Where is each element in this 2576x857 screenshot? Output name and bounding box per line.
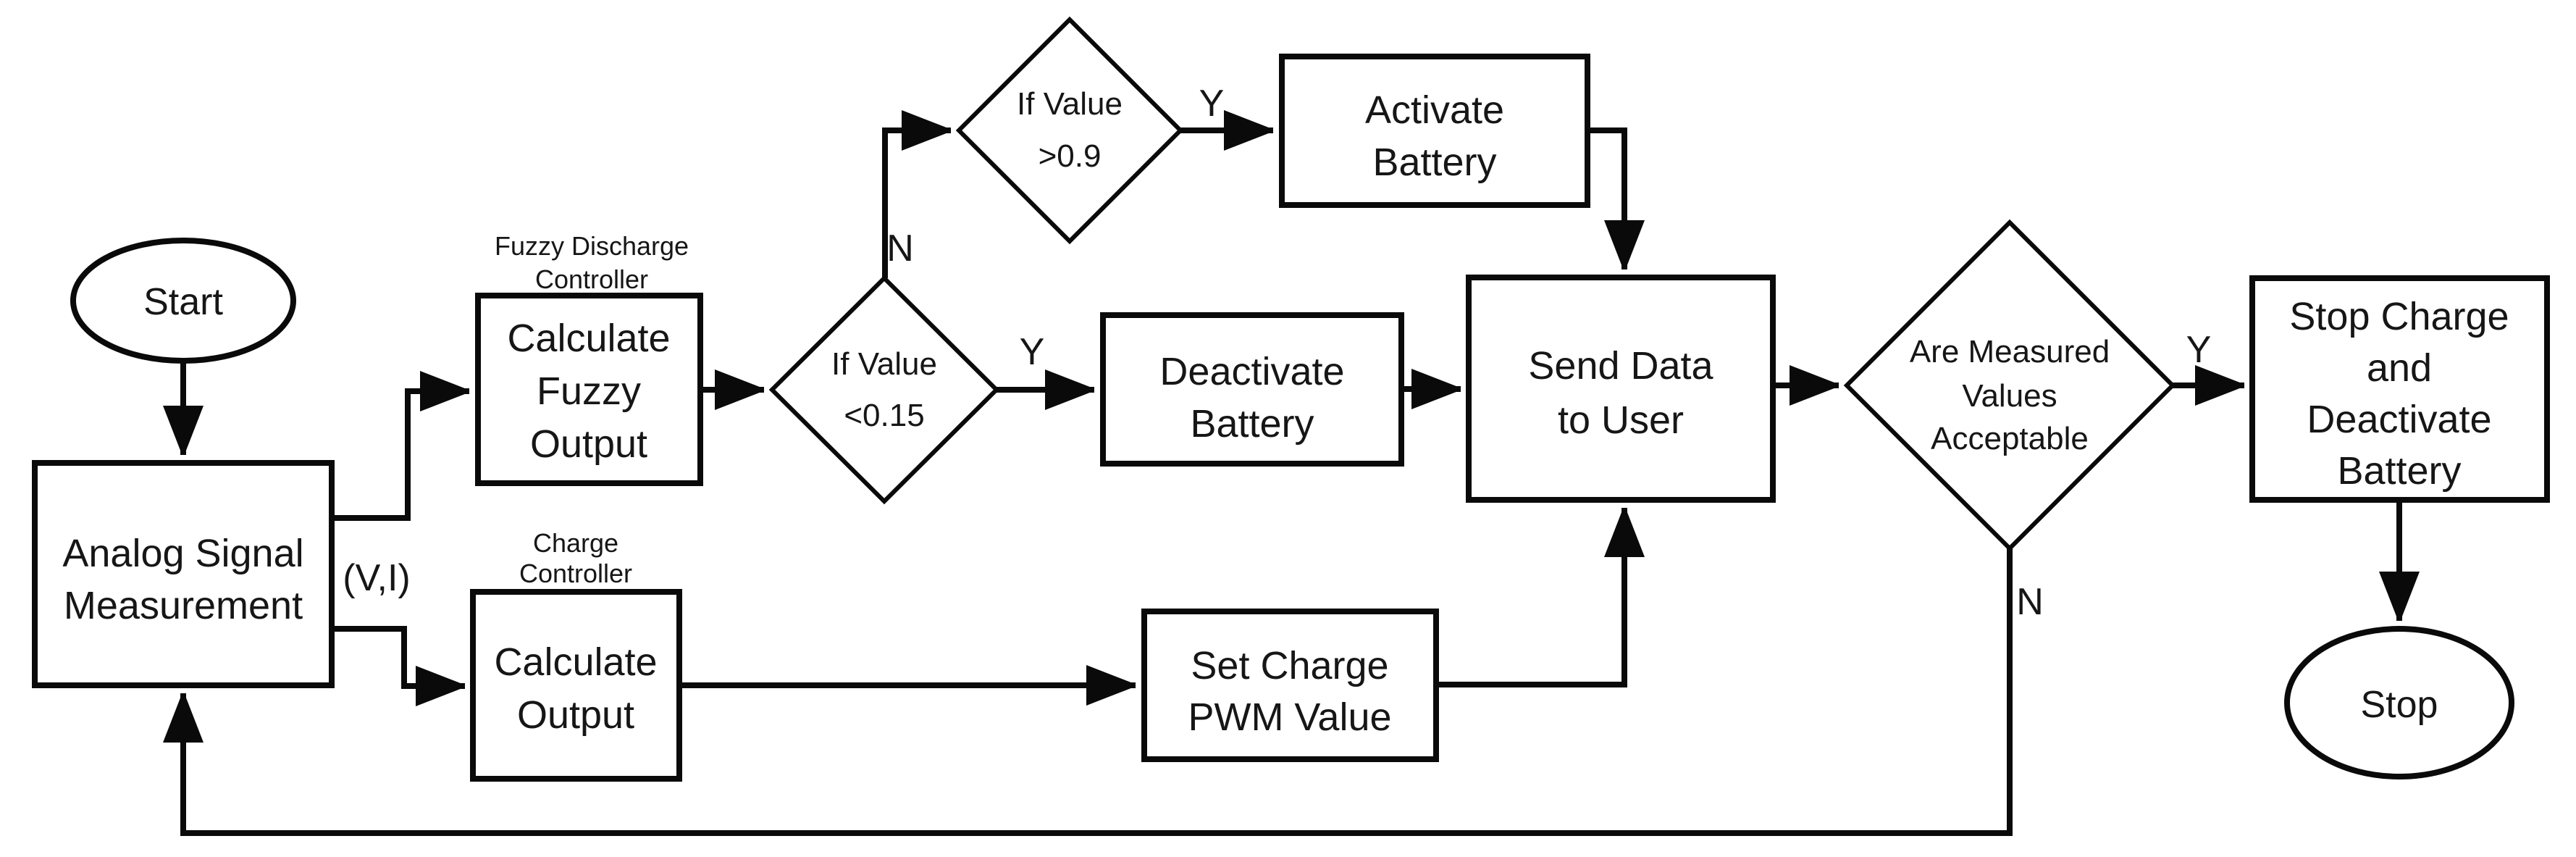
node-activate-battery: Activate Battery xyxy=(1279,54,1590,208)
calc-fuzzy-line-1: Calculate xyxy=(507,317,670,360)
stop-charge-line-1: Stop Charge xyxy=(2289,295,2509,338)
fuzzy-caption-line-2: Controller xyxy=(535,264,648,294)
label-y-acceptable: Y xyxy=(2186,329,2212,371)
node-send-data-to-user: Send Data to User xyxy=(1466,275,1776,503)
edge-set-charge-to-send-bottom xyxy=(1436,508,1624,687)
node-if-value-lt-015: If Value <0.15 xyxy=(768,275,1000,505)
start-ellipse xyxy=(70,238,296,364)
edge-acceptable-no-feedback-to-analog xyxy=(183,548,2013,836)
lt015-line-2: <0.15 xyxy=(844,398,924,433)
activate-line-2: Battery xyxy=(1372,141,1496,184)
gt09-line-2: >0.9 xyxy=(1039,138,1102,174)
caption-charge-controller: Charge Controller xyxy=(519,528,632,588)
edge-activate-to-send-top xyxy=(1587,127,1624,269)
send-data-line-1: Send Data xyxy=(1528,344,1713,388)
charge-caption-line-1: Charge xyxy=(533,528,618,558)
stop-ellipse xyxy=(2284,626,2514,779)
send-data-line-2: to User xyxy=(1558,398,1684,442)
label-y-gt09: Y xyxy=(1199,83,1225,125)
stop-charge-line-3: Deactivate xyxy=(2307,398,2491,441)
calc-output-line-2: Output xyxy=(517,693,634,737)
calc-fuzzy-line-2: Fuzzy xyxy=(537,369,641,413)
lt015-line-1: If Value xyxy=(831,346,937,382)
node-deactivate-battery: Deactivate Battery xyxy=(1100,312,1404,467)
node-if-value-gt-09: If Value >0.9 xyxy=(955,16,1184,245)
stop-charge-box xyxy=(2249,275,2550,503)
acceptable-line-1: Are Measured xyxy=(1910,334,2110,369)
deactivate-battery-box xyxy=(1100,312,1404,467)
acceptable-line-3: Acceptable xyxy=(1931,421,2089,456)
stop-charge-line-2: and xyxy=(2367,346,2432,390)
stop-charge-line-4: Battery xyxy=(2337,449,2461,493)
calculate-output-box xyxy=(470,589,682,782)
calculate-fuzzy-output-box xyxy=(475,293,703,486)
acceptable-line-2: Values xyxy=(1962,378,2057,414)
deactivate-line-1: Deactivate xyxy=(1159,350,1344,393)
set-charge-line-1: Set Charge xyxy=(1191,644,1388,687)
set-charge-line-2: PWM Value xyxy=(1188,695,1391,739)
activate-line-1: Activate xyxy=(1365,88,1504,132)
if-value-lt-015-diamond xyxy=(768,275,1000,505)
node-set-charge-pwm-value: Set Charge PWM Value xyxy=(1141,609,1439,762)
activate-battery-box xyxy=(1279,54,1590,208)
calc-output-line-1: Calculate xyxy=(494,640,657,684)
node-stop-charge-and-deactivate-battery: Stop Charge and Deactivate Battery xyxy=(2249,275,2550,503)
edge-analog-to-fuzzy xyxy=(332,391,469,521)
set-charge-pwm-box xyxy=(1141,609,1439,762)
stop-label: Stop xyxy=(2361,684,2438,726)
node-stop: Stop xyxy=(2284,626,2514,779)
label-n-lt015: N xyxy=(886,227,914,269)
charge-caption-line-2: Controller xyxy=(519,559,632,588)
gt09-line-1: If Value xyxy=(1017,86,1123,122)
node-analog-signal-measurement: Analog Signal Measurement xyxy=(32,460,335,688)
node-are-measured-values-acceptable: Are Measured Values Acceptable xyxy=(1843,219,2176,552)
deactivate-line-2: Battery xyxy=(1190,402,1314,446)
analog-line-1: Analog Signal xyxy=(62,532,303,575)
analog-line-2: Measurement xyxy=(64,584,303,627)
node-calculate-fuzzy-output: Calculate Fuzzy Output xyxy=(475,293,703,486)
caption-fuzzy-discharge-controller: Fuzzy Discharge Controller xyxy=(495,231,689,294)
label-vi: (V,I) xyxy=(343,557,410,599)
label-y-lt015: Y xyxy=(1020,331,1045,373)
node-calculate-output: Calculate Output xyxy=(470,589,682,782)
if-value-gt-09-diamond xyxy=(955,16,1184,245)
analog-signal-measurement-box xyxy=(32,460,335,688)
label-n-acceptable: N xyxy=(2016,581,2044,623)
acceptable-diamond xyxy=(1843,219,2176,552)
start-label: Start xyxy=(143,281,223,323)
edge-analog-to-calculate-output xyxy=(332,626,465,686)
node-start: Start xyxy=(70,238,296,364)
calc-fuzzy-line-3: Output xyxy=(530,422,647,466)
edge-lt015-no-to-gt09-diamond xyxy=(882,130,951,278)
fuzzy-caption-line-1: Fuzzy Discharge xyxy=(495,231,689,261)
send-data-box xyxy=(1466,275,1776,503)
